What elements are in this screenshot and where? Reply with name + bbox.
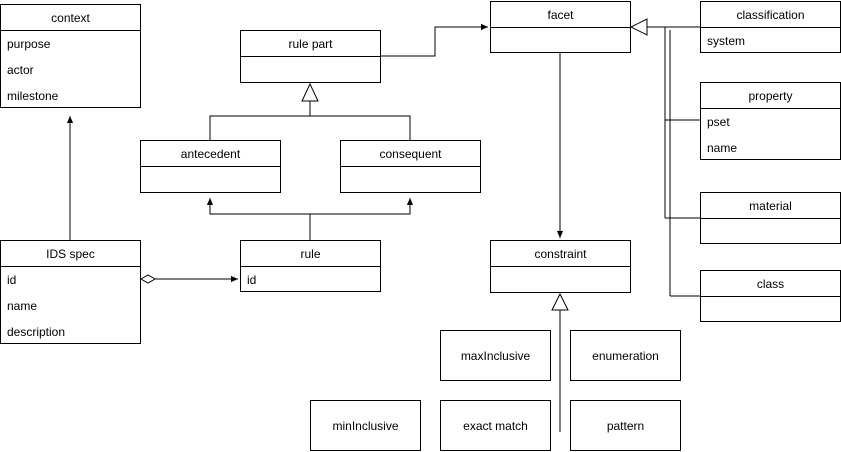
rule-part-generalization <box>209 82 411 140</box>
property-class: property pset name <box>700 82 841 160</box>
classification-attr-system: system <box>707 34 746 48</box>
max-inclusive-box: maxInclusive <box>440 330 551 381</box>
exact-match-box: exact match <box>440 400 551 451</box>
rule-part-to-facet-connector <box>380 23 488 57</box>
consequent-class-name: consequent <box>341 141 480 167</box>
facet-class: facet <box>490 1 631 53</box>
context-attr-purpose: purpose <box>7 37 51 51</box>
ids-spec-attr-description: description <box>7 325 66 339</box>
classification-class-name: classification <box>701 2 840 28</box>
pattern-box: pattern <box>570 400 681 451</box>
context-class: context purpose actor milestone <box>0 4 141 108</box>
rule-part-class-name: rule part <box>241 31 380 57</box>
rule-to-rule-parts-connector <box>206 198 414 240</box>
constraint-class: constraint <box>490 240 631 293</box>
ids-spec-attr-id: id <box>7 273 17 287</box>
property-attr-name: name <box>707 141 738 155</box>
min-inclusive-box: minInclusive <box>310 400 421 451</box>
classification-class: classification system <box>700 1 841 53</box>
consequent-class: consequent <box>340 140 481 193</box>
antecedent-class: antecedent <box>140 140 281 193</box>
rule-class: rule id <box>240 240 381 292</box>
context-attr-milestone: milestone <box>7 89 59 103</box>
class-class: class <box>700 270 841 322</box>
class-class-name: class <box>701 271 840 297</box>
rule-part-class: rule part <box>240 30 381 83</box>
material-class: material <box>700 192 841 244</box>
rule-attr-id: id <box>247 273 257 287</box>
ids-spec-rule-aggregation <box>139 274 238 284</box>
ids-spec-attr-name: name <box>7 299 38 313</box>
constraint-generalization <box>551 292 569 432</box>
rule-class-name: rule <box>241 241 380 267</box>
material-class-name: material <box>701 193 840 219</box>
constraint-class-name: constraint <box>491 241 630 267</box>
context-attr-actor: actor <box>7 63 34 77</box>
ids-spec-class-name: IDS spec <box>1 241 140 267</box>
antecedent-class-name: antecedent <box>141 141 280 167</box>
facet-class-name: facet <box>491 2 630 28</box>
property-class-name: property <box>701 83 840 109</box>
property-attr-pset: pset <box>707 115 730 129</box>
ids-spec-class: IDS spec id name description <box>0 240 141 344</box>
enumeration-box: enumeration <box>570 330 681 381</box>
context-class-name: context <box>1 5 140 31</box>
facet-generalization <box>629 18 700 297</box>
